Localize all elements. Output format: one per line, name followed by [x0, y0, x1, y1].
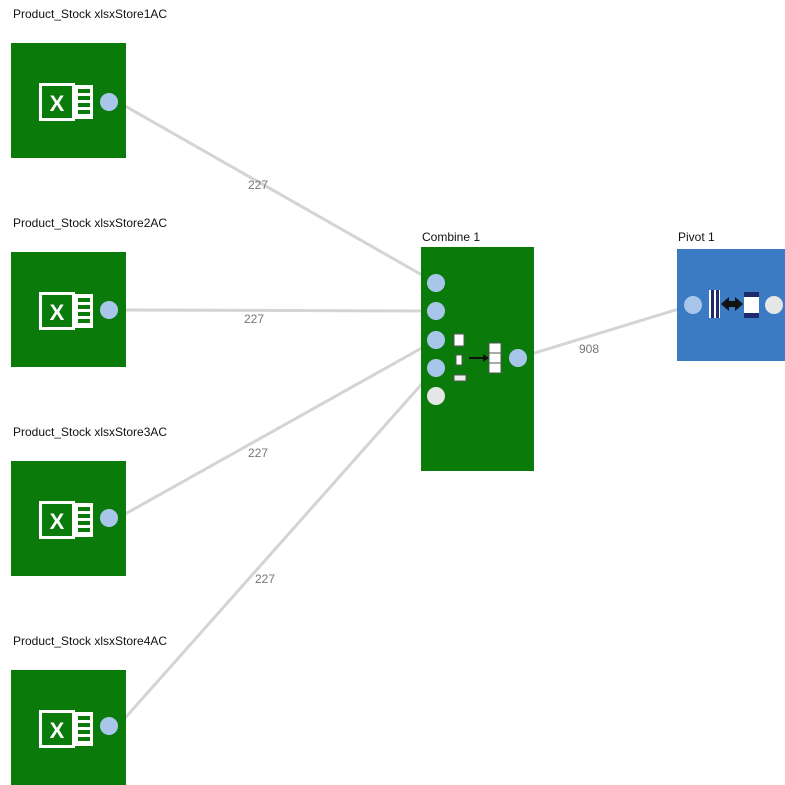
input-port-3[interactable] — [427, 331, 445, 349]
input-port-1[interactable] — [427, 274, 445, 292]
node-label-combine: Combine 1 — [422, 230, 481, 244]
node-label-store2: Product_Stock xlsxStore2AC — [13, 216, 168, 230]
edge-label-store2: 227 — [244, 312, 265, 326]
output-port[interactable] — [509, 349, 527, 367]
output-port[interactable] — [100, 509, 118, 527]
node-label-pivot: Pivot 1 — [678, 230, 715, 244]
excel-icon: X — [39, 83, 93, 121]
pivot-icon — [709, 290, 759, 318]
node-pivot[interactable] — [677, 249, 785, 361]
edge-label-store1: 227 — [248, 178, 269, 192]
node-combine[interactable] — [421, 247, 534, 471]
node-store1[interactable]: X — [11, 43, 126, 158]
node-label-store4: Product_Stock xlsxStore4AC — [13, 634, 168, 648]
edge-label-store4: 227 — [255, 572, 276, 586]
node-label-store3: Product_Stock xlsxStore3AC — [13, 425, 168, 439]
svg-text:X: X — [50, 91, 65, 116]
edge-store1-combine[interactable] — [117, 100, 437, 285]
svg-text:X: X — [50, 300, 65, 325]
edge-label-combine: 908 — [579, 342, 600, 356]
svg-text:X: X — [50, 718, 65, 743]
edge-combine-pivot[interactable] — [517, 303, 693, 360]
edge-store4-combine[interactable] — [116, 367, 438, 727]
output-port[interactable] — [765, 296, 783, 314]
output-port[interactable] — [100, 717, 118, 735]
node-store3[interactable]: X — [11, 461, 126, 576]
node-store4[interactable]: X — [11, 670, 126, 785]
edge-store2-combine[interactable] — [117, 308, 437, 313]
combine-icon — [453, 333, 502, 382]
excel-icon: X — [39, 710, 93, 748]
svg-text:X: X — [50, 509, 65, 534]
input-port-2[interactable] — [427, 302, 445, 320]
output-port[interactable] — [100, 93, 118, 111]
node-store2[interactable]: X — [11, 252, 126, 367]
input-port-4[interactable] — [427, 359, 445, 377]
excel-icon: X — [39, 501, 93, 539]
edge-label-store3: 227 — [248, 446, 269, 460]
input-port-empty[interactable] — [427, 387, 445, 405]
edge-store3-combine[interactable] — [117, 338, 437, 520]
output-port[interactable] — [100, 301, 118, 319]
excel-icon: X — [39, 292, 93, 330]
node-label-store1: Product_Stock xlsxStore1AC — [13, 7, 168, 21]
input-port[interactable] — [684, 296, 702, 314]
